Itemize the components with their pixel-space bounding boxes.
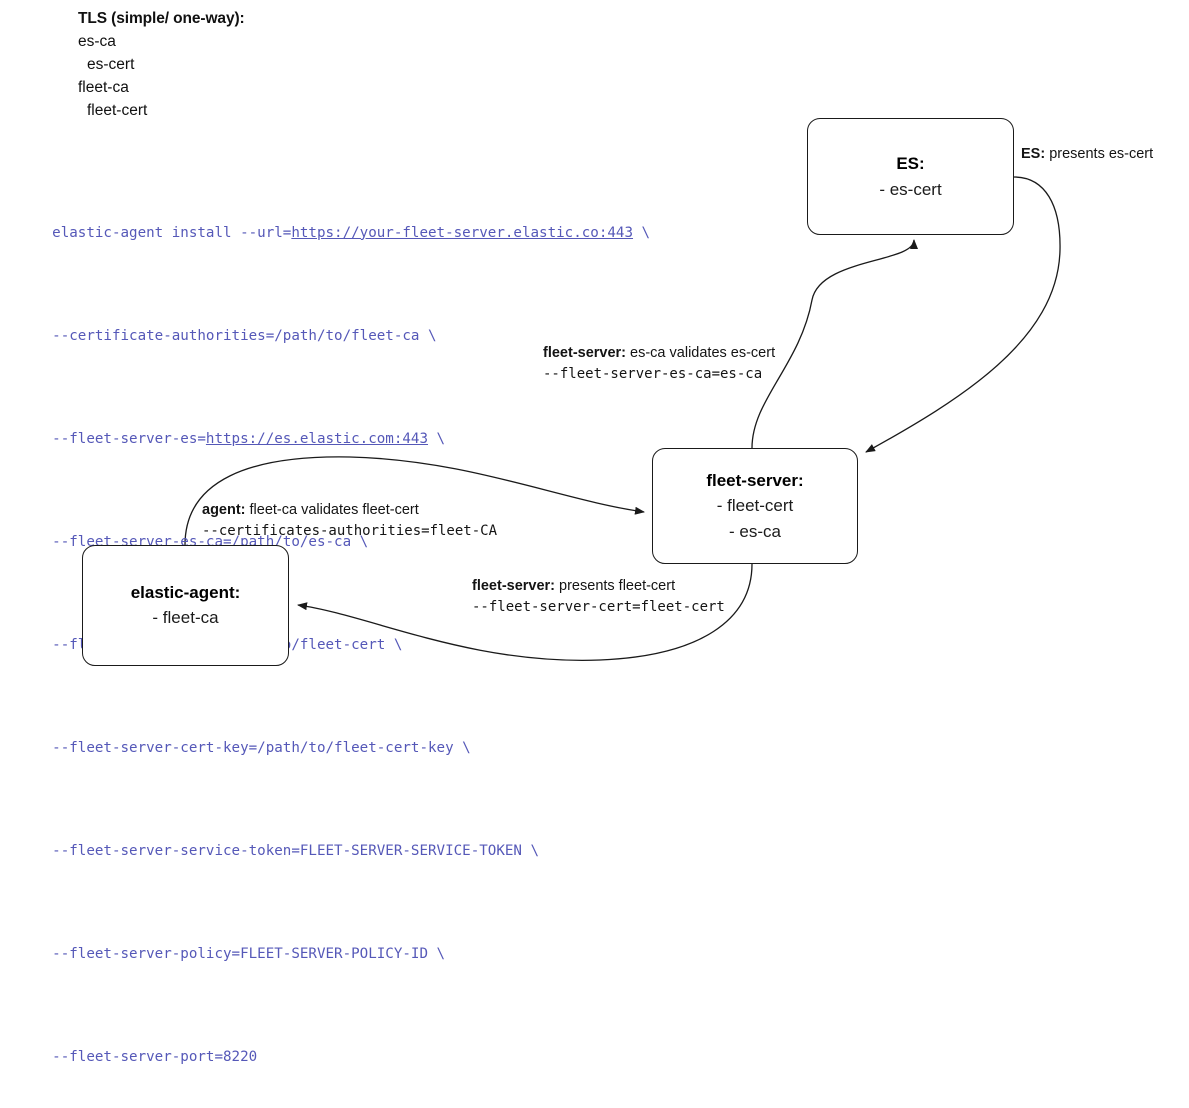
node-es-line-1: - es-cert [879, 179, 942, 199]
command-line: --fleet-server-policy=FLEET-SERVER-POLIC… [18, 923, 650, 985]
node-es[interactable]: ES: - es-cert [807, 118, 1014, 235]
tls-legend: TLS (simple/ one-way): es-ca es-cert fle… [78, 7, 245, 122]
edge-label-agent-validates: agent: fleet-ca validates fleet-cert --c… [202, 500, 497, 542]
legend-item-fleet-ca: fleet-ca [78, 79, 129, 96]
legend-title: TLS (simple/ one-way): [78, 10, 245, 27]
edge-label-text: ES: presents es-cert [1021, 144, 1153, 165]
edge-label-es-presents: ES: presents es-cert [1021, 144, 1153, 165]
edge-label-flag: --fleet-server-es-ca=es-ca [543, 366, 763, 382]
edge-label-rest: presents es-cert [1045, 146, 1154, 162]
edge-label-fleet-server-validates: fleet-server: es-ca validates es-cert --… [543, 343, 775, 385]
node-fleet-server[interactable]: fleet-server: - fleet-cert - es-ca [652, 448, 858, 564]
node-elastic-agent[interactable]: elastic-agent: - fleet-ca [82, 545, 289, 666]
edge-label-flag: --fleet-server-cert=fleet-cert [472, 599, 725, 615]
command-line: --certificate-authorities=/path/to/fleet… [18, 305, 650, 367]
edge-label-bold: agent: [202, 502, 246, 518]
command-link[interactable]: https://your-fleet-server.elastic.co:443 [291, 224, 634, 241]
edge-label-rest: fleet-ca validates fleet-cert [245, 502, 419, 518]
edge-label-rest: es-ca validates es-cert [626, 345, 776, 361]
command-text-tail: \ [428, 430, 446, 447]
node-fleet-server-line-2: - es-ca [729, 521, 781, 541]
edge-label-text: fleet-server: es-ca validates es-cert [543, 343, 775, 364]
command-line: --fleet-server-es=https://es.elastic.com… [18, 408, 650, 470]
command-line: --fleet-server-cert-key=/path/to/fleet-c… [18, 717, 650, 779]
edge-label-text: fleet-server: presents fleet-cert [472, 576, 725, 597]
diagram-edges-canvas [184, 176, 1061, 661]
command-line: --fleet-server-port=8220 [18, 1026, 650, 1088]
command-text: --fleet-server-policy=FLEET-SERVER-POLIC… [52, 945, 446, 962]
command-text: --fleet-server-port=8220 [52, 1048, 258, 1065]
node-elastic-agent-line-1: - fleet-ca [152, 608, 219, 627]
edge-label-bold: ES: [1021, 146, 1046, 162]
legend-item-es-ca: es-ca [78, 33, 116, 50]
command-text: --fleet-server-cert-key=/path/to/fleet-c… [52, 739, 471, 756]
command-line: elastic-agent install --url=https://your… [18, 202, 650, 264]
legend-item-es-cert: es-cert [87, 56, 135, 73]
edge-label-flag: --certificates-authorities=fleet-CA [202, 523, 498, 539]
edge-fleet-server-to-es [751, 239, 918, 449]
command-text-tail: \ [633, 224, 651, 241]
legend-item-fleet-cert: fleet-cert [87, 102, 148, 119]
node-fleet-server-title: fleet-server: [706, 470, 804, 490]
edge-label-bold: fleet-server: [543, 345, 627, 361]
command-link[interactable]: https://es.elastic.com:443 [205, 430, 429, 447]
edge-label-fleet-server-presents: fleet-server: presents fleet-cert --flee… [472, 576, 725, 618]
command-line: --fleet-server-service-token=FLEET-SERVE… [18, 820, 650, 882]
command-text: elastic-agent install --url= [52, 224, 292, 241]
node-elastic-agent-title: elastic-agent: [130, 583, 241, 602]
edge-agent-to-fleet-server [184, 456, 645, 546]
command-text: --fleet-server-es= [52, 430, 206, 447]
edge-fleet-server-to-agent [297, 563, 753, 661]
edge-label-rest: presents fleet-cert [555, 578, 676, 594]
node-fleet-server-line-1: - fleet-cert [716, 495, 794, 515]
command-text: --fleet-server-service-token=FLEET-SERVE… [52, 842, 540, 859]
edge-es-to-fleet-server [865, 176, 1061, 453]
edge-label-text: agent: fleet-ca validates fleet-cert [202, 500, 497, 521]
edge-label-bold: fleet-server: [472, 578, 556, 594]
command-text: --certificate-authorities=/path/to/fleet… [52, 327, 437, 344]
node-es-title: ES: [896, 153, 925, 173]
